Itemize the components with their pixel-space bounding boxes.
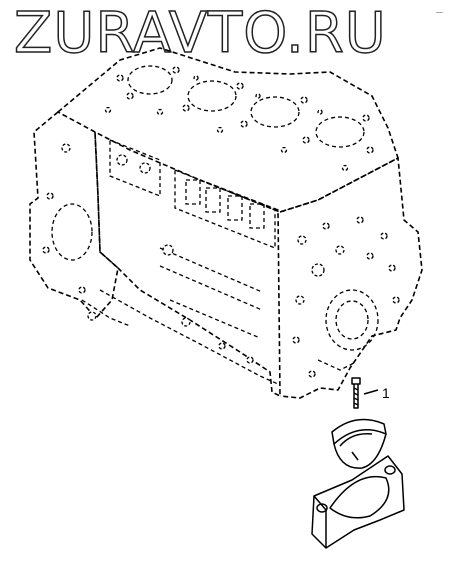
main-bearing-cap — [311, 455, 405, 549]
bore-2 — [187, 80, 237, 112]
right-face-details — [292, 216, 400, 378]
left-face-boss — [51, 203, 93, 261]
callout-group-1: 1 — [363, 385, 390, 401]
block-pan-flange — [99, 289, 279, 385]
front-face-windows — [109, 139, 276, 364]
cap-bolt-hole-right — [384, 465, 396, 475]
main-bearing-bore — [325, 289, 379, 351]
bore-3 — [250, 96, 300, 128]
bore-1 — [127, 65, 173, 95]
block-left-face — [29, 111, 119, 319]
callout-label-1: 1 — [382, 385, 390, 401]
bearing-cap-bolt — [351, 377, 361, 409]
block-top-deck — [57, 47, 399, 213]
block-front-face — [94, 131, 281, 397]
corner-mark: — — [436, 8, 443, 16]
engine-block — [29, 47, 423, 399]
watermark-text: ZURAVTO.RU — [14, 1, 387, 66]
block-right-face — [279, 157, 423, 399]
cap-bolt-hole-left — [316, 503, 328, 513]
deck-holes — [104, 66, 374, 172]
bore-4 — [315, 116, 365, 148]
main-bearing-shell — [331, 418, 387, 469]
callout-leader-1 — [363, 389, 379, 395]
